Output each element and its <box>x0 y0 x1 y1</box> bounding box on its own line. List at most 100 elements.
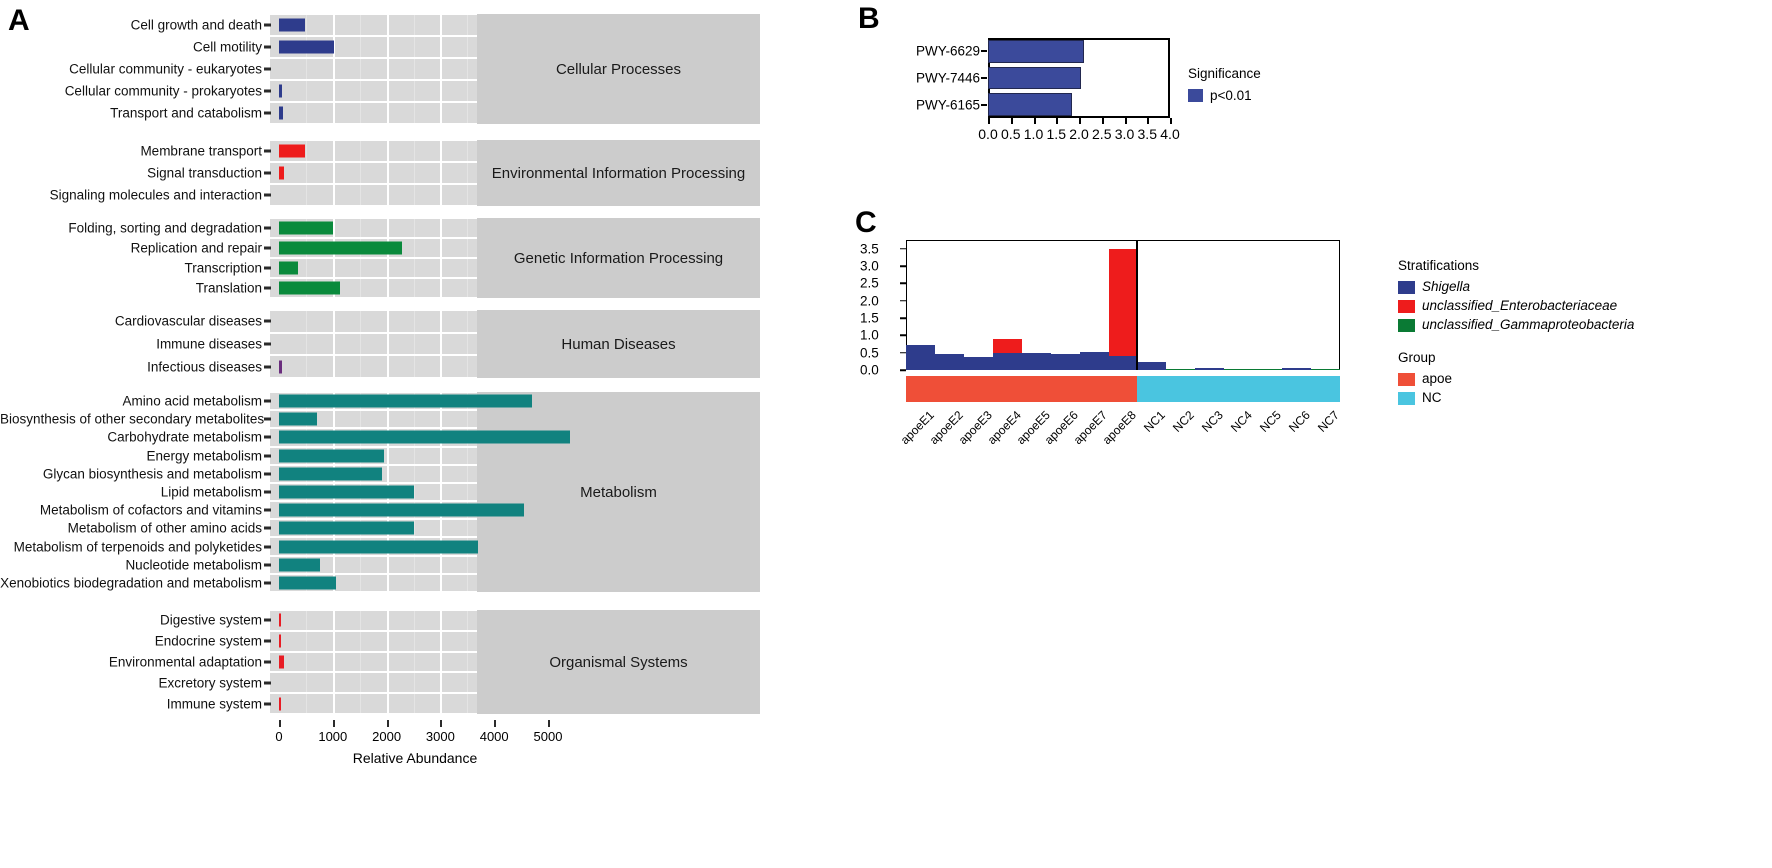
panel-a-axis-tick <box>264 618 271 622</box>
panel-a-axis-tick <box>264 89 271 93</box>
panel-a-gridline-minor <box>305 140 307 206</box>
panel-a-xticklabel: 4000 <box>479 729 509 744</box>
panel-a-bar <box>279 241 403 255</box>
panel-a-axis-tick <box>264 399 271 403</box>
panel-a-category-label: Metabolism of terpenoids and polyketides <box>13 539 262 555</box>
panel-a-gridline-v <box>440 140 443 206</box>
panel-a-bar <box>279 485 414 499</box>
panel-a-axis-tick <box>264 508 271 512</box>
panel-a-axis-tick <box>264 490 271 494</box>
panel-b-ytick <box>981 103 987 106</box>
panel-a-bar <box>279 558 320 572</box>
panel-a-gridline-h <box>270 591 760 593</box>
panel-c-legend-title: Stratifications <box>1398 258 1480 273</box>
panel-c-bar-segment <box>963 357 993 370</box>
panel-b-category-label: PWY-7446 <box>915 70 980 86</box>
panel-a-gridline-h <box>270 205 760 207</box>
panel-a-facet-strip: Organismal Systems <box>477 610 760 714</box>
panel-a-bar <box>279 430 570 444</box>
panel-c-legend-label: unclassified_Gammaproteobacteria <box>1422 317 1635 332</box>
panel-a-gridline-minor <box>467 610 469 714</box>
panel-b-bar <box>988 66 1082 90</box>
panel-a-category-label: Signaling molecules and interaction <box>49 187 262 203</box>
panel-a-gridline-minor <box>359 610 361 714</box>
panel-c-bar-segment <box>1050 354 1080 370</box>
panel-a-axis-tick <box>264 67 271 71</box>
panel-a-bar <box>279 281 341 295</box>
panel-a-bar <box>279 634 282 648</box>
panel-c-yticklabel: 2.5 <box>860 275 879 291</box>
panel-a-gridline-minor <box>305 610 307 714</box>
panel-c-legend-swatch <box>1398 392 1415 405</box>
panel-a-axis-tick <box>264 563 271 567</box>
panel-c-group-band <box>1137 376 1340 402</box>
panel-a-xticklabel: 5000 <box>533 729 563 744</box>
panel-a-axis-tick <box>264 435 271 439</box>
panel-a-strip-label: Organismal Systems <box>549 653 688 671</box>
panel-a-letter: A <box>8 4 30 37</box>
panel-a-axis-tick <box>264 660 271 664</box>
panel-a-bar <box>279 84 282 98</box>
panel-b-xtick <box>1033 118 1036 124</box>
panel-b-category-label: PWY-6165 <box>915 97 980 113</box>
panel-b-xtick <box>1101 118 1104 124</box>
panel-a-category-label: Membrane transport <box>140 143 262 159</box>
panel-a-category-label: Immune diseases <box>156 336 262 352</box>
panel-c-legend-label: apoe <box>1422 371 1453 386</box>
panel-a-category-label: Nucleotide metabolism <box>125 557 262 573</box>
panel-b-xtick <box>1147 118 1150 124</box>
panel-c-yticklabel: 1.5 <box>860 310 879 326</box>
panel-c-yticklabel: 3.5 <box>860 241 879 257</box>
panel-a-facet-strip: Human Diseases <box>477 310 760 378</box>
panel-a-bar <box>279 144 306 158</box>
panel-b-xticklabel: 2.0 <box>1069 126 1089 142</box>
panel-a-xtick <box>386 720 389 727</box>
panel-a-gridline-v <box>332 310 335 378</box>
panel-a-xticklabel: 2000 <box>372 729 402 744</box>
panel-a-gridline-h <box>270 297 760 299</box>
panel-c-bar-segment <box>992 339 1022 354</box>
panel-b-xticklabel: 1.0 <box>1023 126 1044 142</box>
panel-a-category-label: Xenobiotics biodegradation and metabolis… <box>0 575 262 591</box>
panel-a-facet-strip: Genetic Information Processing <box>477 218 760 298</box>
panel-c-legend-swatch <box>1398 319 1415 332</box>
panel-a-axis-tick <box>264 526 271 530</box>
panel-a-xticklabel: 1000 <box>318 729 348 744</box>
panel-a-gridline-minor <box>467 392 469 592</box>
panel-a-gridline-minor <box>467 140 469 206</box>
panel-a-bar <box>279 576 337 590</box>
panel-c-bar-segment <box>1282 367 1312 370</box>
panel-a-gridline-minor <box>359 310 361 378</box>
panel-c-bar-segment <box>1224 369 1254 370</box>
panel-a-gridline-minor <box>359 140 361 206</box>
panel-a-facet-plot: Cellular Processes <box>270 13 760 125</box>
panel-c-bar-segment <box>1108 356 1138 370</box>
panel-a-facet-plot: Human Diseases <box>270 309 760 379</box>
panel-c-ytick <box>900 282 906 285</box>
panel-a-category-label: Immune system <box>166 696 262 712</box>
panel-a-gridline-v <box>332 140 335 206</box>
panel-a-bar <box>279 40 335 54</box>
panel-a-category-label: Signal transduction <box>147 165 262 181</box>
panel-a-gridline-v <box>386 14 389 124</box>
panel-c-bar-segment <box>1311 369 1340 370</box>
panel-a-bar <box>279 221 334 235</box>
panel-c-bar-segment <box>1021 353 1051 370</box>
panel-a-strip-label: Genetic Information Processing <box>513 249 724 267</box>
panel-a-category-label: Cell motility <box>192 39 262 55</box>
panel-a-xticklabel: 3000 <box>425 729 455 744</box>
panel-a-xtick <box>440 720 443 727</box>
panel-a-bar <box>279 540 479 554</box>
panel-a-axis-tick <box>264 454 271 458</box>
panel-c-legend-swatch <box>1398 300 1415 313</box>
panel-a-axis-tick <box>264 23 271 27</box>
panel-b-xticklabel: 3.0 <box>1114 126 1135 142</box>
panel-a-bar <box>279 521 414 535</box>
panel-b-xtick <box>1124 118 1127 124</box>
panel-a-category-label: Biosynthesis of other secondary metaboli… <box>0 411 265 427</box>
panel-a-xtick <box>332 720 335 727</box>
panel-a-bar <box>279 467 383 481</box>
panel-c-ytick <box>900 334 906 337</box>
panel-a-category-label: Transport and catabolism <box>110 105 262 121</box>
